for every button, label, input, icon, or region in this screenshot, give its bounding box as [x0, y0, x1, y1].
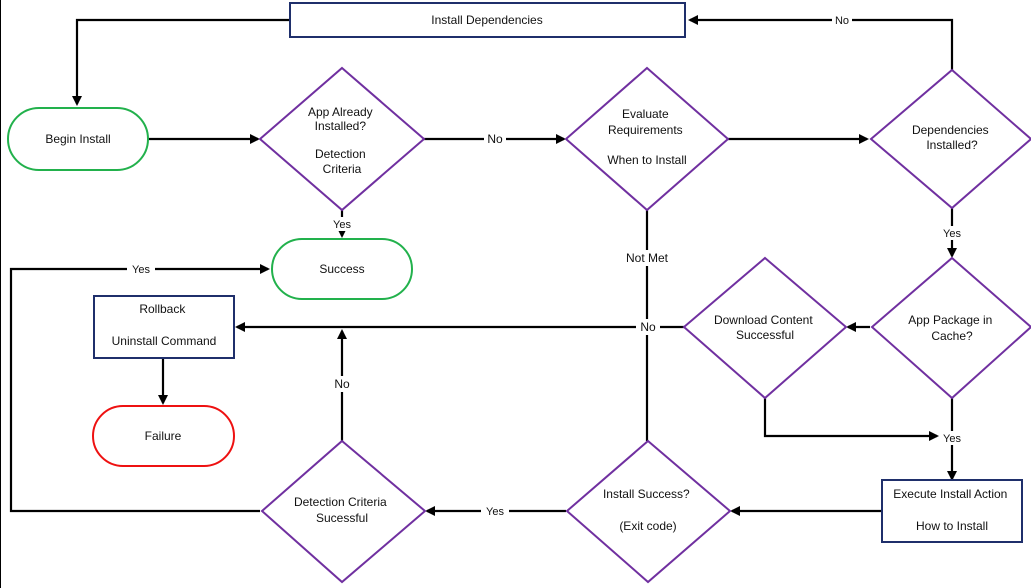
edge-deps-no-to-install-deps: [688, 15, 954, 70]
evaluate-requirements-label: Evaluate Requirements When to Install: [607, 107, 686, 167]
node-rollback: Rollback Uninstall Command: [93, 295, 235, 359]
install-dependencies-label: Install Dependencies: [431, 13, 542, 27]
edge-label-installed-yes: Yes: [329, 217, 355, 231]
node-detection-criteria-successful: Detection Criteria Sucessful: [260, 439, 427, 584]
node-evaluate-requirements: Evaluate Requirements When to Install: [564, 66, 730, 212]
edge-deps-to-begin: [72, 18, 290, 106]
edge-download-yes-to-junction: [763, 398, 939, 441]
node-failure: Failure: [92, 405, 235, 467]
edge-label-detection-no: No: [331, 376, 353, 392]
failure-label: Failure: [145, 429, 182, 443]
edge-label-install-success-yes: Yes: [481, 504, 509, 518]
svg-text:Yes: Yes: [486, 506, 504, 518]
svg-text:No: No: [334, 377, 350, 391]
edge-label-download-no: No: [636, 319, 660, 335]
node-dependencies-installed: Dependencies Installed?: [869, 68, 1031, 210]
node-download-content: Download Content Successful: [682, 256, 848, 400]
edge-label-installed-no: No: [484, 132, 506, 146]
detection-criteria-successful-label: Detection Criteria Sucessful: [294, 495, 390, 525]
svg-text:No: No: [640, 320, 656, 334]
install-success-label: Install Success? (Exit code): [603, 487, 693, 533]
edge-label-not-met: Not Met: [621, 250, 673, 266]
dependencies-installed-label: Dependencies Installed?: [912, 123, 992, 152]
node-begin-install: Begin Install: [7, 107, 149, 171]
svg-text:Yes: Yes: [943, 433, 961, 445]
svg-text:No: No: [487, 132, 503, 146]
app-package-in-cache-label: App Package in Cache?: [908, 313, 995, 343]
node-execute-install-action: Execute Install Action How to Install: [881, 479, 1023, 543]
svg-text:Not Met: Not Met: [626, 251, 669, 265]
app-already-installed-label: App Already Installed? Detection Criteri…: [308, 105, 376, 176]
svg-text:Yes: Yes: [132, 264, 150, 276]
download-content-label: Download Content Successful: [714, 313, 816, 342]
edge-labels: No No Yes Not Met Yes No Yes No: [127, 13, 965, 518]
success-label: Success: [319, 262, 364, 276]
node-app-already-installed: App Already Installed? Detection Criteri…: [258, 66, 426, 212]
svg-text:No: No: [835, 15, 849, 27]
rollback-label: Rollback Uninstall Command: [112, 302, 217, 348]
node-app-package-in-cache: App Package in Cache?: [870, 256, 1031, 400]
node-success: Success: [271, 238, 413, 300]
execute-install-action-label: Execute Install Action How to Install: [893, 487, 1010, 533]
edge-label-deps-yes: Yes: [939, 226, 965, 240]
edge-label-deps-no: No: [832, 13, 852, 27]
svg-text:Yes: Yes: [333, 219, 351, 231]
edge-label-cache-yes: Yes: [939, 431, 965, 445]
begin-install-label: Begin Install: [45, 132, 110, 146]
edge-label-detection-yes: Yes: [127, 262, 155, 276]
node-install-dependencies: Install Dependencies: [289, 2, 686, 38]
node-install-success: Install Success? (Exit code): [565, 439, 732, 584]
svg-text:Yes: Yes: [943, 228, 961, 240]
